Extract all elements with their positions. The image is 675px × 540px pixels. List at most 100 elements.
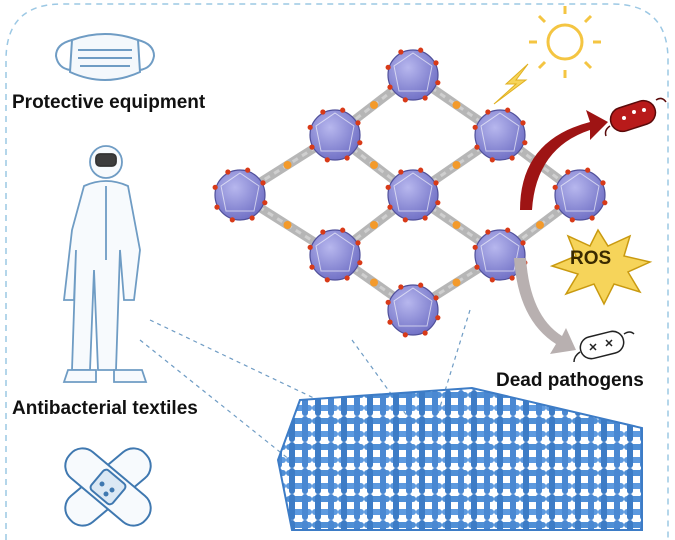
oxygen-atom — [435, 80, 441, 86]
oxygen-atom — [520, 240, 526, 246]
oxygen-atom — [489, 277, 495, 283]
oxygen-atom — [320, 109, 326, 115]
lightning-icon — [493, 63, 529, 105]
oxygen-atom — [520, 120, 526, 126]
oxygen-atom — [485, 229, 491, 235]
oxygen-atom — [344, 155, 350, 161]
oxygen-atom — [569, 217, 575, 223]
oxygen-atom — [474, 264, 480, 270]
oxygen-atom — [602, 200, 608, 206]
metal-node — [370, 161, 378, 169]
oxygen-atom — [418, 47, 424, 53]
face-mask-icon — [54, 33, 156, 81]
sun-icon — [529, 6, 601, 78]
oxygen-atom — [324, 277, 330, 283]
metal-node — [452, 221, 461, 229]
zr-cluster — [474, 109, 526, 161]
cluster-facet — [220, 172, 260, 212]
oxygen-atom — [522, 140, 528, 146]
oxygen-atom — [398, 49, 404, 55]
oxygen-atom — [320, 229, 326, 235]
oxygen-atom — [505, 107, 511, 113]
oxygen-atom — [422, 215, 428, 221]
zr-cluster — [474, 229, 526, 281]
metal-node — [283, 161, 292, 169]
oxygen-atom — [212, 184, 218, 190]
oxygen-atom — [355, 120, 361, 126]
oxygen-atom — [387, 204, 393, 210]
dead-bacterium-icon — [573, 330, 635, 363]
oxygen-atom — [485, 109, 491, 115]
metal-node — [452, 278, 461, 287]
oxygen-atom — [509, 155, 515, 161]
oxygen-atom — [324, 157, 330, 163]
metal-node — [370, 278, 378, 287]
oxygen-atom — [589, 215, 595, 221]
oxygen-atom — [505, 227, 511, 233]
oxygen-atom — [225, 169, 231, 175]
oxygen-atom — [344, 275, 350, 281]
cluster-facet — [480, 112, 520, 152]
cluster-facet — [393, 52, 433, 92]
woven-fabric-icon — [276, 386, 643, 531]
ros-label: ROS — [570, 248, 612, 269]
oxygen-atom — [260, 180, 266, 186]
oxygen-atom — [357, 140, 363, 146]
oxygen-atom — [309, 144, 315, 150]
oxygen-atom — [489, 157, 495, 163]
mof-framework-icon — [212, 47, 608, 338]
oxygen-atom — [385, 184, 391, 190]
oxygen-atom — [474, 144, 480, 150]
oxygen-atom — [509, 275, 515, 281]
cluster-facet — [393, 287, 433, 327]
cluster-facet — [560, 172, 600, 212]
gray-arrow — [514, 258, 576, 354]
zr-cluster — [387, 284, 439, 336]
zr-cluster — [387, 169, 439, 221]
oxygen-atom — [385, 299, 391, 305]
ros-burst-icon — [549, 228, 653, 306]
oxygen-atom — [307, 124, 313, 130]
oxygen-atom — [387, 319, 393, 325]
metal-node — [452, 101, 461, 109]
oxygen-atom — [472, 244, 478, 250]
cluster-facet — [315, 232, 355, 272]
oxygen-atom — [387, 84, 393, 90]
bandage-icon — [64, 447, 152, 527]
oxygen-atom — [565, 169, 571, 175]
bacterium-icon — [604, 97, 667, 137]
oxygen-atom — [245, 167, 251, 173]
oxygen-atom — [435, 315, 441, 321]
protective-equipment-label: Protective equipment — [12, 92, 206, 113]
oxygen-atom — [398, 284, 404, 290]
protective-suit-icon — [62, 145, 148, 383]
oxygen-atom — [433, 60, 439, 66]
oxygen-atom — [214, 204, 220, 210]
oxygen-atom — [554, 204, 560, 210]
metal-node — [370, 101, 378, 109]
oxygen-atom — [340, 227, 346, 233]
oxygen-atom — [355, 240, 361, 246]
oxygen-atom — [340, 107, 346, 113]
oxygen-atom — [600, 180, 606, 186]
cluster-facet — [393, 172, 433, 212]
oxygen-atom — [402, 217, 408, 223]
oxygen-atom — [433, 180, 439, 186]
metal-node — [283, 221, 292, 229]
antibacterial-textiles-label: Antibacterial textiles — [12, 398, 198, 419]
oxygen-atom — [472, 124, 478, 130]
oxygen-atom — [249, 215, 255, 221]
oxygen-atom — [402, 97, 408, 103]
oxygen-atom — [552, 184, 558, 190]
oxygen-atom — [262, 200, 268, 206]
zr-cluster — [309, 229, 361, 281]
oxygen-atom — [229, 217, 235, 223]
oxygen-atom — [435, 200, 441, 206]
oxygen-atom — [433, 295, 439, 301]
oxygen-atom — [402, 332, 408, 338]
zr-cluster — [309, 109, 361, 161]
zr-cluster — [387, 49, 439, 101]
red-arrow — [520, 110, 608, 210]
cluster-facet — [315, 112, 355, 152]
